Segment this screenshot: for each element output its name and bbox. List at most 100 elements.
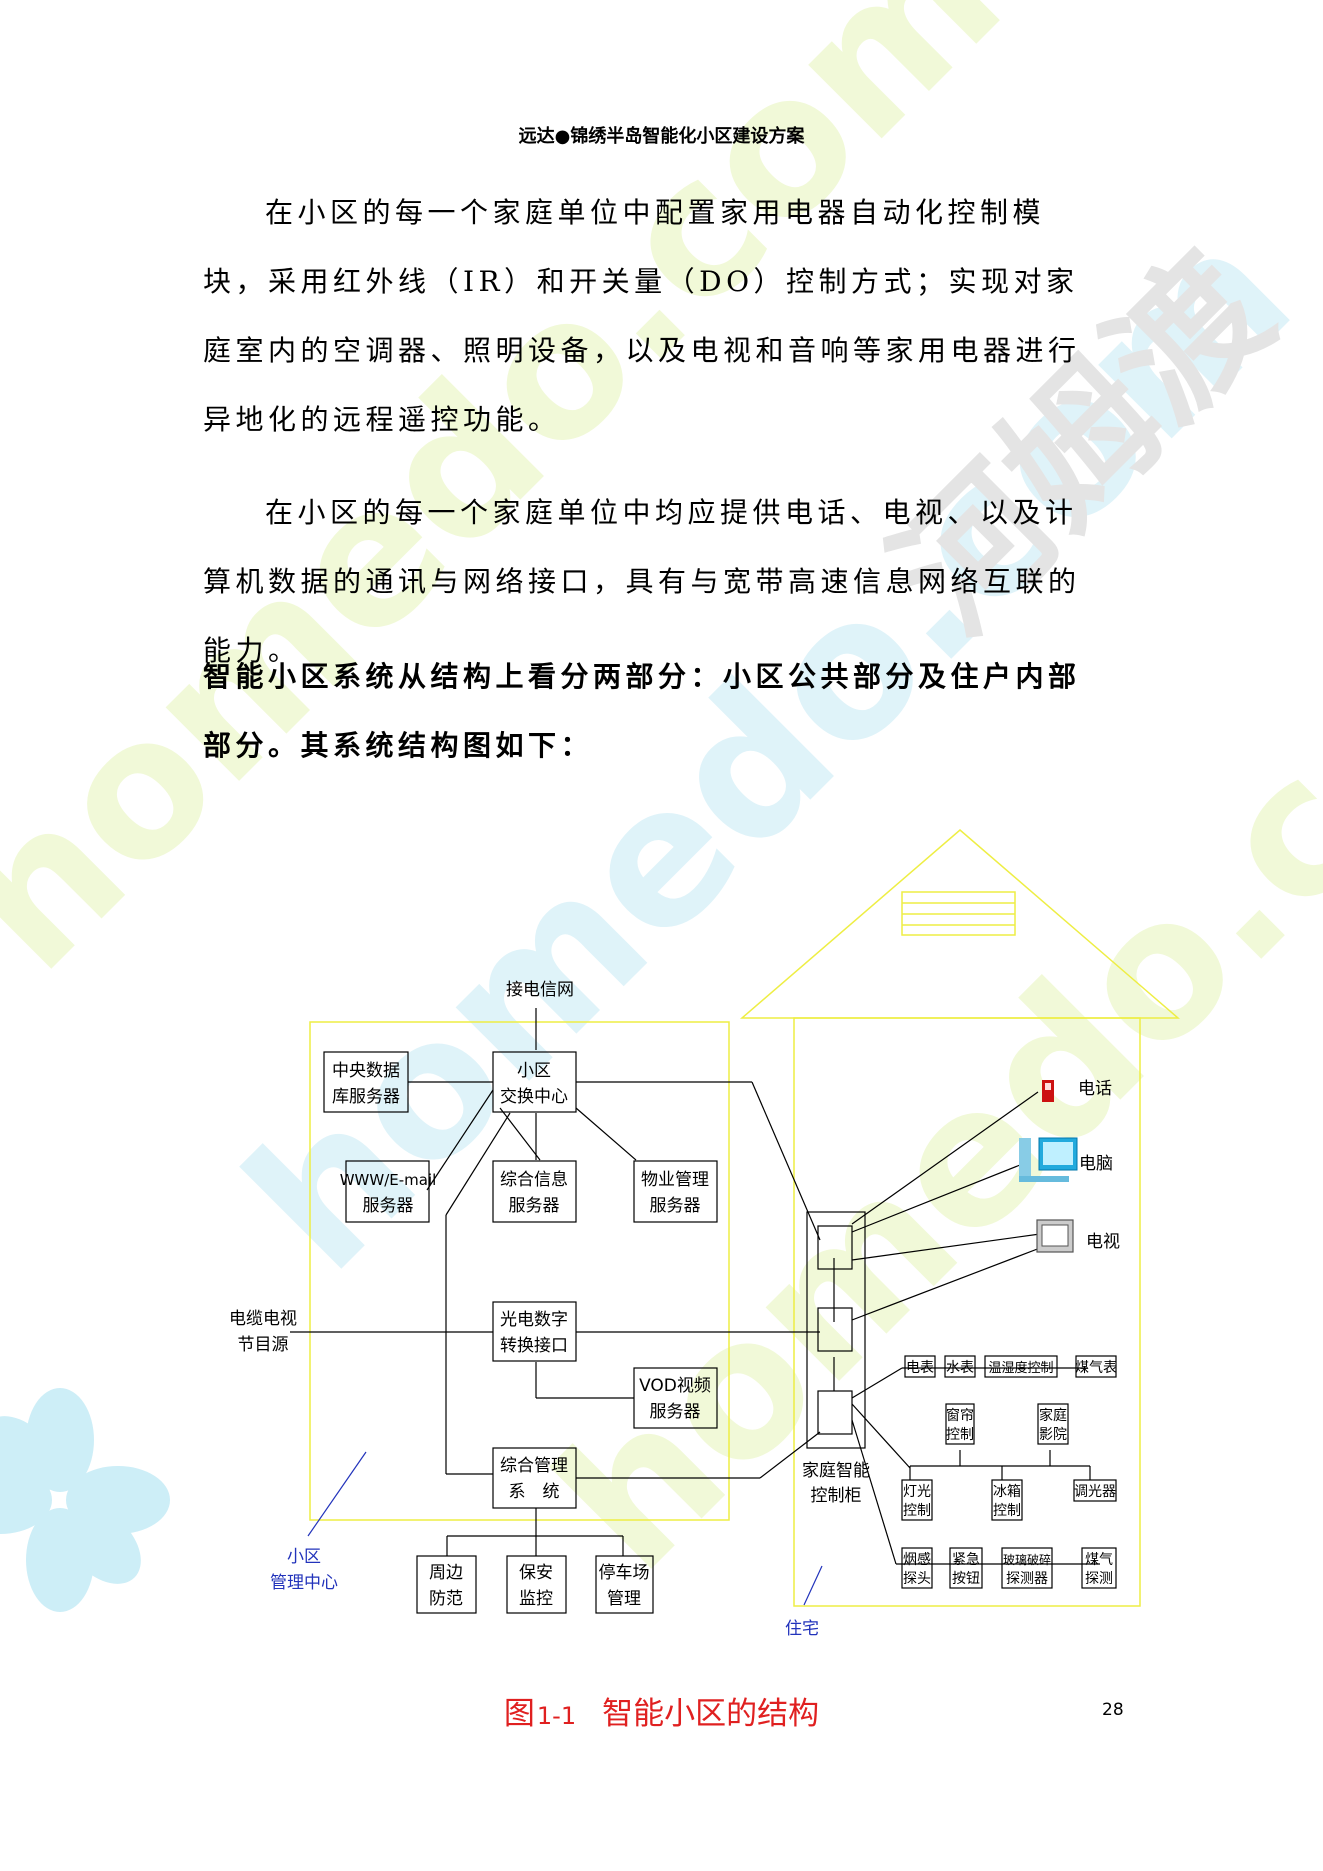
text-curtain-2: 控制 [946, 1427, 974, 1443]
box-www-email [345, 1160, 430, 1223]
meter-gas [1075, 1355, 1117, 1378]
label-tv: 电视 [1086, 1232, 1120, 1252]
text-info-2: 服务器 [509, 1196, 560, 1216]
box-vod-server [633, 1367, 718, 1429]
box-security [506, 1555, 567, 1614]
text-theater-1: 家庭 [1039, 1407, 1067, 1424]
label-cabinet-1: 家庭智能 [802, 1461, 870, 1481]
text-www-1: WWW/E-mail [340, 1171, 437, 1189]
box-perimeter [416, 1555, 477, 1614]
text-meter-electric: 电表 [906, 1360, 934, 1376]
figure-caption: 图1-1 智能小区的结构 [0, 1688, 1323, 1733]
text-glass-1: 玻璃破碎 [1003, 1552, 1051, 1567]
text-perimeter-2: 防范 [429, 1589, 463, 1609]
box-exchange-center [492, 1051, 577, 1113]
community-frame [309, 1021, 730, 1521]
box-parking [595, 1555, 654, 1614]
label-phone: 电话 [1078, 1079, 1112, 1099]
text-parking-2: 管理 [607, 1589, 641, 1609]
text-www-2: 服务器 [363, 1196, 414, 1216]
phone-icon [1042, 1080, 1054, 1102]
text-optical-2: 转换接口 [500, 1336, 568, 1356]
box-property-server [633, 1160, 718, 1223]
meter-water [944, 1355, 976, 1378]
control-light [901, 1479, 933, 1521]
home-control-cabinet [806, 1211, 866, 1449]
caption-number: 1-1 [536, 1702, 577, 1730]
text-exchange-1: 小区 [517, 1061, 551, 1081]
text-meter-gas: 煤气表 [1075, 1360, 1117, 1376]
text-vod-2: 服务器 [650, 1402, 701, 1422]
cabinet-slot-3 [817, 1390, 853, 1435]
text-vod-1: VOD视频 [639, 1376, 711, 1396]
text-emergency-1: 紧急 [952, 1552, 980, 1568]
label-community-center-1: 小区 [287, 1547, 321, 1567]
house-roof [739, 829, 1181, 1019]
box-central-database [323, 1051, 409, 1113]
text-optical-1: 光电数字 [500, 1310, 568, 1330]
sensor-smoke [901, 1547, 933, 1589]
document-header: 远达●锦绣半岛智能化小区建设方案 [518, 126, 805, 147]
text-mgmt-2: 系 统 [509, 1482, 560, 1502]
text-smoke-1: 烟感 [903, 1551, 931, 1568]
text-mgmt-1: 综合管理 [500, 1456, 568, 1476]
text-property-2: 服务器 [650, 1196, 701, 1216]
box-info-server [492, 1160, 577, 1223]
text-security-2: 监控 [519, 1589, 553, 1609]
cabinet-slot-1 [817, 1225, 853, 1270]
boxes [323, 1051, 1117, 1614]
caption-prefix: 图 [503, 1696, 535, 1732]
text-fridge-2: 控制 [993, 1503, 1021, 1519]
meter-temperature [984, 1355, 1058, 1378]
text-dimmer: 调光器 [1074, 1484, 1116, 1500]
text-gasdet-1: 煤气 [1085, 1552, 1113, 1568]
label-cabletv-2: 节目源 [238, 1335, 289, 1355]
label-telecom: 接电信网 [506, 980, 574, 1000]
paragraph-home-automation: 在小区的每一个家庭单位中配置家用电器自动化控制模块，采用红外线（IR）和开关量（… [203, 196, 1081, 436]
text-light-2: 控制 [903, 1503, 931, 1519]
paragraph-structure-intro: 智能小区系统从结构上看分两部分：小区公共部分及住户内部部分。其系统结构图如下： [203, 660, 1081, 762]
box-optical-interface [492, 1301, 577, 1362]
label-community-center-2: 管理中心 [270, 1573, 338, 1593]
sensor-gas [1081, 1547, 1117, 1589]
meter-electric [904, 1355, 936, 1378]
label-cabletv-1: 电缆电视 [229, 1309, 297, 1329]
text-property-1: 物业管理 [641, 1170, 709, 1190]
label-cabinet-2: 控制柜 [811, 1486, 862, 1506]
text-central-db-1: 中央数据 [332, 1061, 400, 1081]
text-fridge-1: 冰箱 [993, 1484, 1021, 1500]
text-light-1: 灯光 [903, 1484, 931, 1500]
cabinet-slot-2 [817, 1307, 853, 1352]
paragraph-network-interfaces: 在小区的每一个家庭单位中均应提供电话、电视、以及计算机数据的通讯与网络接口，具有… [203, 496, 1081, 667]
label-pc: 电脑 [1079, 1154, 1113, 1174]
text-gasdet-2: 探测 [1085, 1571, 1113, 1587]
control-curtain [945, 1403, 975, 1445]
text-parking-1: 停车场 [599, 1563, 650, 1583]
control-theater [1037, 1403, 1069, 1445]
tv-icon [1036, 1219, 1074, 1253]
text-central-db-2: 库服务器 [332, 1087, 400, 1107]
caption-text: 智能小区的结构 [602, 1696, 820, 1732]
computer-icon [1019, 1137, 1078, 1182]
text-perimeter-1: 周边 [429, 1563, 463, 1583]
text-theater-2: 影院 [1039, 1427, 1067, 1443]
residence-frame [793, 1017, 1141, 1607]
text-emergency-2: 按钮 [952, 1571, 980, 1587]
sensor-glass [1001, 1547, 1053, 1589]
connection-lines [290, 1008, 1100, 1606]
roof-vent [901, 891, 1016, 936]
text-meter-water: 水表 [946, 1360, 974, 1376]
box-management-system [492, 1447, 577, 1509]
text-exchange-2: 交换中心 [500, 1087, 568, 1107]
text-info-1: 综合信息 [500, 1170, 568, 1190]
text-meter-temp: 温湿度控制 [988, 1360, 1053, 1376]
text-security-1: 保安 [519, 1563, 553, 1583]
text-curtain-1: 窗帘 [946, 1407, 974, 1424]
text-glass-2: 探测器 [1006, 1571, 1048, 1587]
control-fridge [991, 1479, 1023, 1521]
sensor-emergency [949, 1547, 983, 1589]
text-smoke-2: 探头 [903, 1571, 931, 1587]
page-number: 28 [1102, 1700, 1124, 1720]
control-dimmer [1073, 1479, 1117, 1502]
